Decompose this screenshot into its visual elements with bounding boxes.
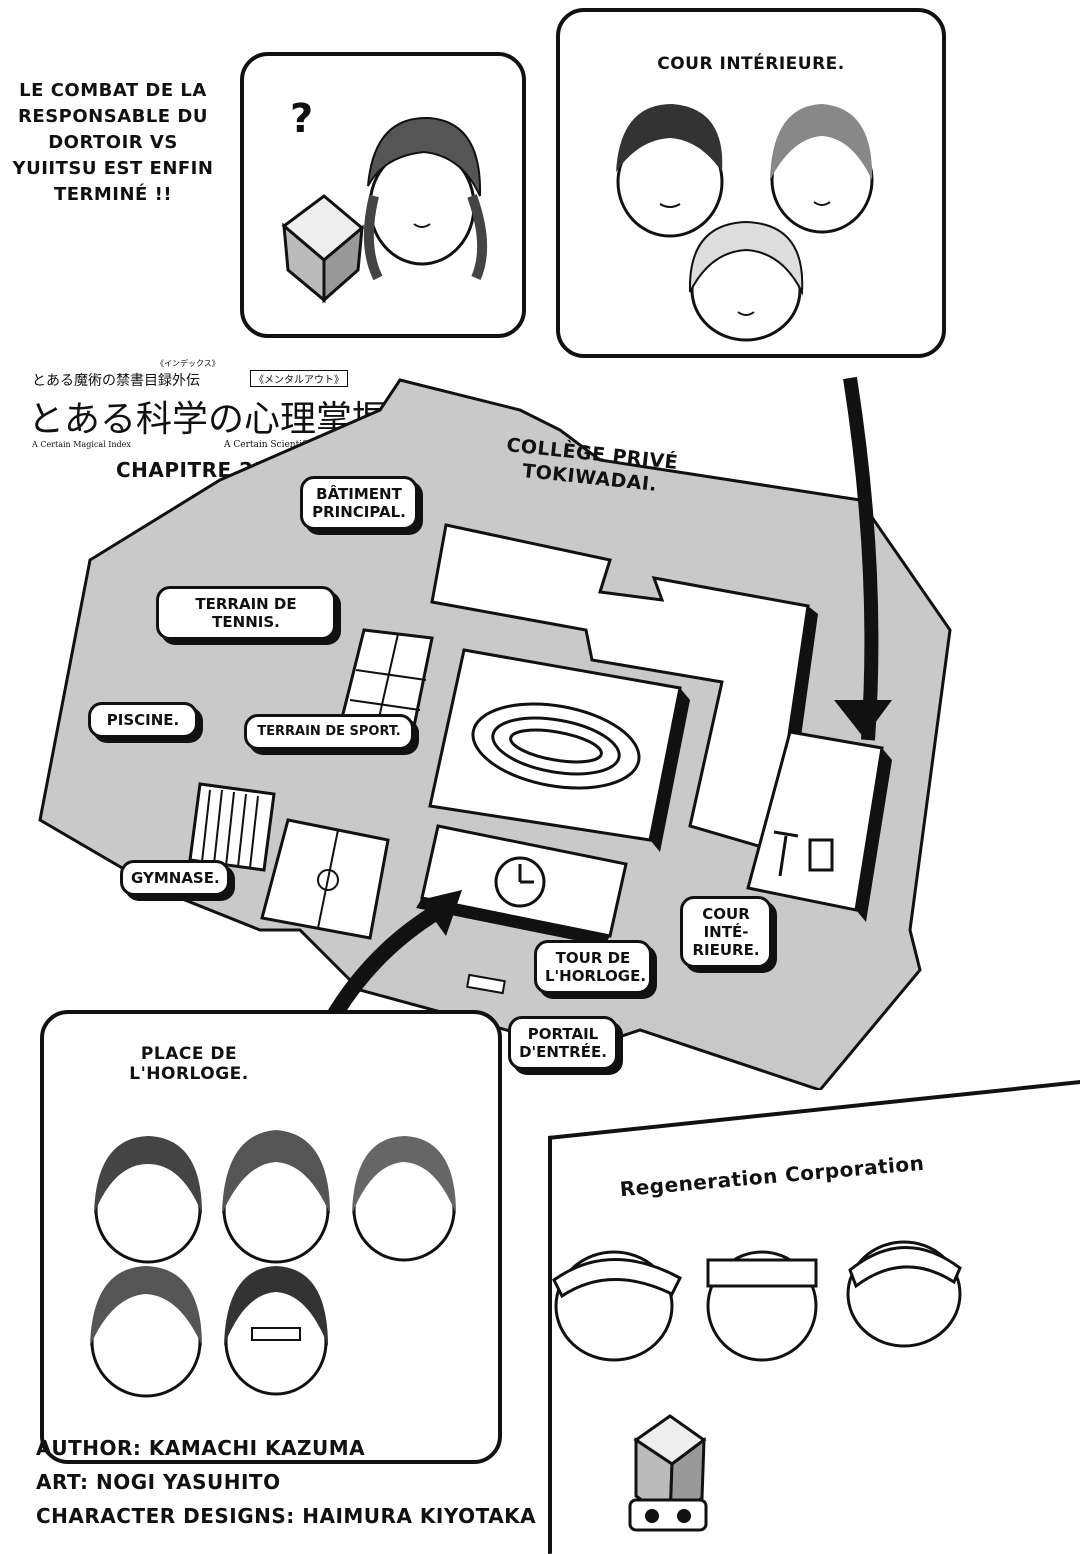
label-batiment-principal: Bâtiment principal.: [300, 476, 418, 530]
pool: [188, 782, 276, 872]
arrow-to-courtyard: [843, 376, 879, 741]
five-heads-drawing: [90, 1130, 456, 1398]
logo-ruby-1: 《インデックス》: [156, 359, 220, 368]
label-gymnase: Gymnase.: [120, 860, 230, 896]
label-piscine: Piscine.: [88, 702, 198, 738]
place-horloge-panel: Place de l'horloge.: [40, 1010, 502, 1464]
logo-line-1: とある魔術の禁書目録外伝: [32, 373, 200, 389]
cube-and-head-drawing: [281, 116, 488, 304]
logo-ruby-2: 《メンタルアウト》: [250, 370, 348, 387]
courtyard: [746, 730, 892, 922]
gymnasium: [260, 818, 390, 940]
intro-text: Le combat de la responsable du dortoir v…: [12, 80, 214, 205]
question-mark: ?: [290, 96, 314, 142]
label-cour-interieure: Cour inté-rieure.: [680, 896, 772, 968]
logo-subtitle-right: A Certain Scientific Mental Out: [224, 440, 368, 450]
regeneration-heads-drawing: [552, 1240, 962, 1532]
series-logo: 《インデックス》 《メンタルアウト》 とある魔術の禁書目録外伝 とある科学の心理…: [28, 358, 388, 454]
logo-subtitle-left: A Certain Magical Index: [32, 440, 131, 449]
label-terrain-tennis: Terrain de tennis.: [156, 586, 336, 640]
credit-designs: Character designs: Haimura Kiyotaka: [36, 1504, 537, 1528]
credit-art: Art: Nogi Yasuhito: [36, 1470, 281, 1494]
sports-field: [428, 648, 690, 852]
cube-panel: ?: [240, 52, 526, 338]
clock-tower: [416, 824, 628, 946]
place-horloge-label: Place de l'horloge.: [129, 1044, 249, 1084]
three-heads-drawing: [616, 104, 874, 342]
label-portail-entree: Portail d'entrée.: [508, 1016, 618, 1070]
label-tour-horloge: Tour de l'horloge.: [534, 940, 652, 994]
entrance-gate: [466, 973, 506, 995]
cour-interieure-panel-label: Cour intérieure.: [657, 54, 845, 74]
cour-interieure-panel: Cour intérieure.: [556, 8, 946, 358]
label-terrain-sport: Terrain de sport.: [244, 714, 414, 750]
credit-author: Author: Kamachi Kazuma: [36, 1436, 366, 1460]
